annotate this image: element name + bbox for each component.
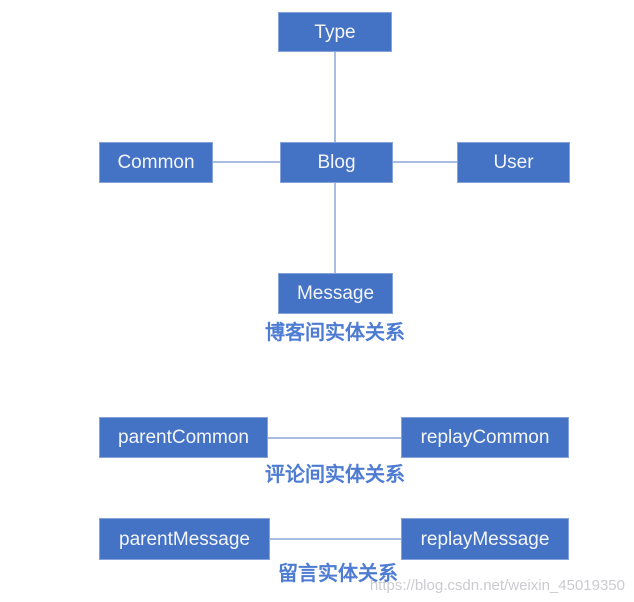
connector-blog-user [393, 161, 457, 163]
node-parent-message: parentMessage [99, 518, 270, 560]
node-common: Common [99, 142, 213, 183]
connector-parentmessage-replaymessage [270, 538, 401, 540]
caption-comment-relations: 评论间实体关系 [265, 464, 405, 486]
caption-message-relations: 留言实体关系 [278, 563, 398, 585]
node-blog: Blog [280, 142, 393, 183]
connector-type-blog [334, 52, 336, 142]
watermark-url: https://blog.csdn.net/weixin_45019350 [369, 577, 625, 594]
caption-blog-relations: 博客间实体关系 [265, 322, 405, 344]
connector-parentcommon-replaycommon [268, 437, 401, 439]
node-type: Type [278, 12, 392, 52]
node-message: Message [278, 273, 393, 314]
node-replay-common: replayCommon [401, 417, 569, 458]
node-parent-common: parentCommon [99, 417, 268, 458]
connector-blog-message [334, 183, 336, 273]
node-user: User [457, 142, 570, 183]
connector-common-blog [213, 161, 280, 163]
node-replay-message: replayMessage [401, 518, 569, 560]
